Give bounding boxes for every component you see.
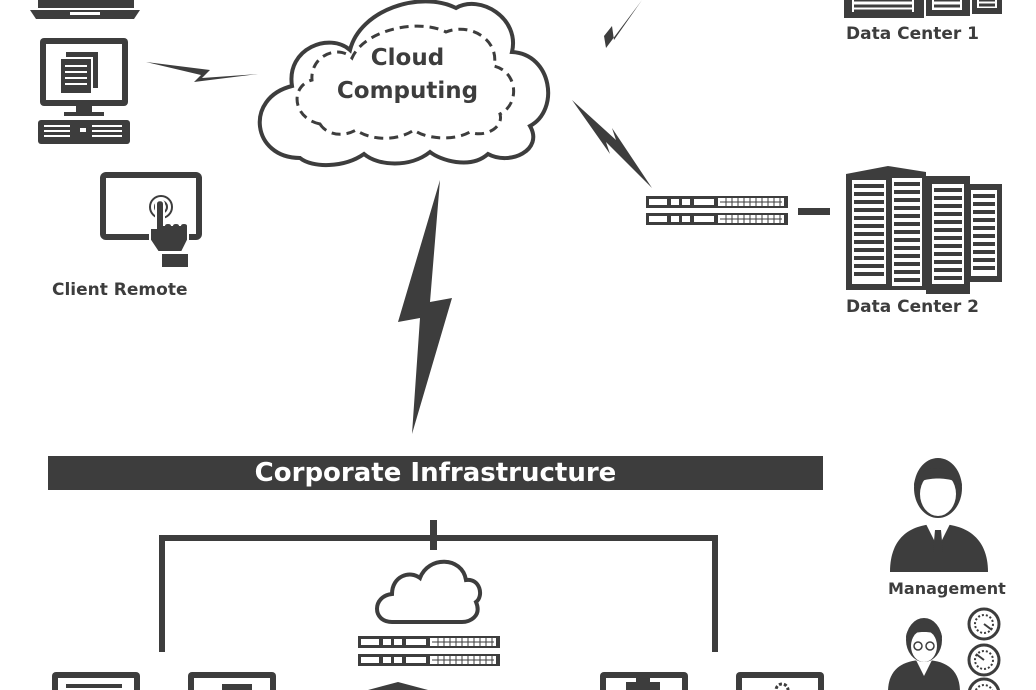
server-rack-icon <box>844 0 1002 18</box>
monitor-icon <box>736 672 824 690</box>
building-icon <box>368 682 428 690</box>
tablet-touch-icon <box>100 172 202 267</box>
gauge-icon <box>967 607 1001 641</box>
data-center-1-label: Data Center 1 <box>846 24 979 44</box>
businessman-icon <box>888 618 960 690</box>
lightning-bolt-icon <box>572 0 642 76</box>
gauge-icon <box>967 643 1001 677</box>
cloud-title-line2: Computing <box>336 78 479 104</box>
corporate-infrastructure-banner: Corporate Infrastructure <box>48 456 823 490</box>
management-label: Management <box>888 579 1006 598</box>
gauge-icon <box>967 677 1001 690</box>
cloud-icon <box>375 559 483 624</box>
cloud-title-line1: Cloud <box>370 45 445 71</box>
server-unit-icon <box>645 195 789 226</box>
monitor-icon <box>188 672 276 690</box>
lightning-bolt-icon <box>572 100 652 188</box>
network-bracket <box>159 520 718 652</box>
monitor-icon <box>600 672 688 690</box>
businessman-icon <box>890 458 988 572</box>
client-remote-label: Client Remote <box>52 280 188 300</box>
desktop-computer-icon <box>38 38 130 144</box>
data-center-2-label: Data Center 2 <box>846 297 979 317</box>
connector-line <box>798 208 830 215</box>
laptop-icon <box>30 0 140 19</box>
server-rack-icon <box>846 166 1002 296</box>
lightning-bolt-icon <box>398 180 452 434</box>
corporate-infrastructure-label: Corporate Infrastructure <box>254 458 617 488</box>
cloud-icon <box>257 0 551 168</box>
monitor-icon <box>52 672 140 690</box>
server-unit-icon <box>357 635 501 667</box>
cloud-computing-label: Cloud Computing <box>300 42 515 108</box>
lightning-bolt-icon <box>146 62 258 82</box>
